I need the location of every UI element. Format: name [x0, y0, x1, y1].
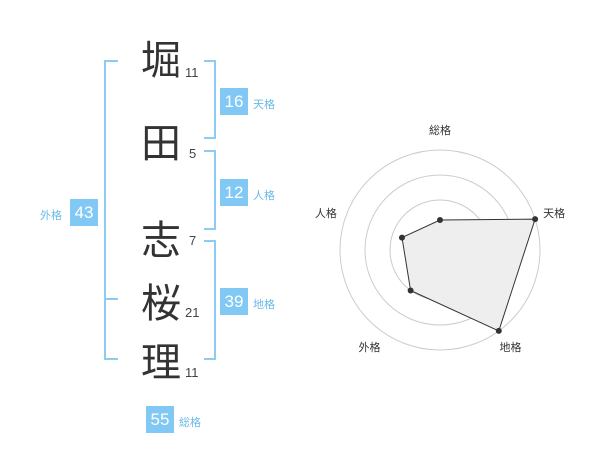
jinkaku-label: 人格	[253, 189, 275, 202]
chikaku-label: 地格	[253, 298, 275, 311]
name-char-4: 桜	[141, 281, 181, 327]
radar-axis-label: 総格	[429, 123, 451, 137]
soukaku-label: 総格	[179, 416, 201, 429]
radar-axis-label: 外格	[358, 340, 380, 354]
gaikaku-bracket	[104, 60, 118, 360]
name-char-3: 志	[141, 218, 181, 264]
radar-point	[532, 216, 539, 223]
soukaku-badge: 55	[146, 406, 174, 433]
radar-area	[401, 218, 536, 332]
jinkaku-bracket	[204, 150, 216, 230]
tenkaku-bracket	[204, 60, 216, 139]
stroke-count-4: 21	[185, 305, 200, 320]
radar-point	[495, 327, 502, 334]
chikaku-badge: 39	[220, 288, 248, 315]
tenkaku-badge: 16	[220, 88, 248, 115]
jinkaku-badge: 12	[220, 179, 248, 206]
radar-ring	[339, 149, 541, 351]
radar-axis-label: 地格	[500, 340, 522, 354]
stroke-count-3: 7	[189, 233, 197, 248]
chikaku-bracket	[204, 240, 216, 360]
name-char-2: 田	[141, 121, 181, 167]
gaikaku-bracket-tick	[104, 298, 118, 300]
gaikaku-label: 外格	[40, 209, 62, 222]
radar-point	[398, 234, 405, 241]
stroke-count-1: 11	[185, 65, 199, 80]
name-char-1: 堀	[141, 38, 181, 84]
radar-axis-label: 人格	[315, 206, 337, 220]
gaikaku-badge: 43	[70, 199, 98, 226]
stroke-count-5: 11	[185, 365, 199, 380]
radar-point	[407, 287, 414, 294]
tenkaku-label: 天格	[253, 98, 275, 111]
radar-axis-label: 天格	[543, 206, 565, 220]
radar-point	[437, 217, 443, 223]
name-char-5: 理	[141, 340, 181, 386]
stroke-count-2: 5	[189, 146, 197, 161]
